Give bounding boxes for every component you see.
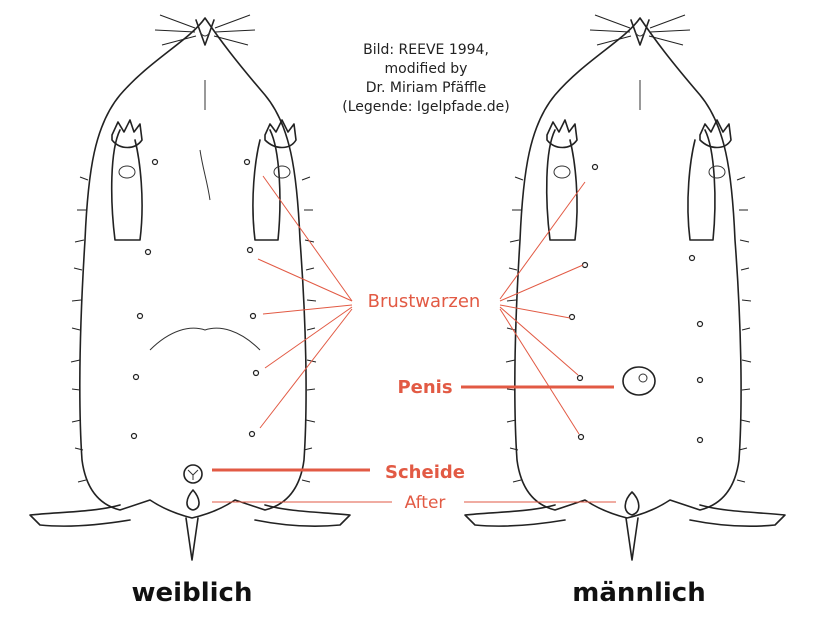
label-penis: Penis: [397, 377, 452, 398]
label-nipples: Brustwarzen: [368, 291, 481, 312]
male-anus-mark: [624, 491, 640, 516]
credit-line-4: (Legende: Igelpfade.de): [342, 99, 510, 115]
credit-line-2: modified by: [385, 61, 468, 77]
caption-male: männlich: [572, 578, 705, 608]
female-anus-mark: [186, 489, 200, 511]
male-hedgehog-drawing: [464, 14, 786, 561]
male-penis-mark: [622, 366, 656, 396]
female-hedgehog-drawing: [29, 14, 351, 561]
image-credit: Bild: REEVE 1994, modified by Dr. Miriam…: [342, 42, 510, 115]
label-anus: After: [405, 493, 446, 513]
credit-line-1: Bild: REEVE 1994,: [363, 42, 489, 58]
label-vagina: Scheide: [385, 462, 465, 483]
nipple-leader-lines: [257, 175, 586, 435]
female-vagina-mark: [183, 464, 203, 484]
credit-line-3: Dr. Miriam Pfäffle: [366, 80, 487, 96]
caption-female: weiblich: [132, 578, 253, 608]
